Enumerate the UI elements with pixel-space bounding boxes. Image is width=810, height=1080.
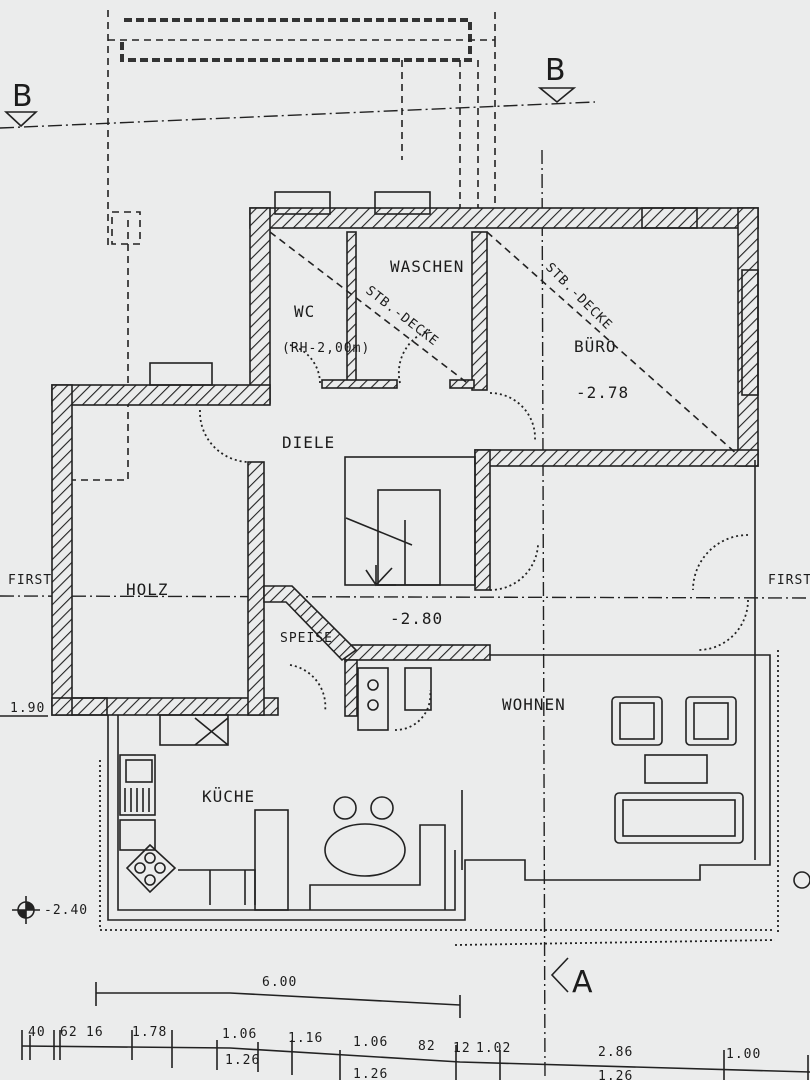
- roof-outline: [72, 10, 496, 481]
- dimension-value: 1.02: [476, 1041, 511, 1056]
- dimension-value: 1.06: [353, 1035, 388, 1050]
- slab-diagonal-1: [269, 231, 471, 386]
- section-mark-a: A: [572, 965, 593, 1000]
- sofa: [614, 792, 744, 844]
- staircase: [344, 456, 476, 587]
- dimension-value-below: 1.26: [598, 1069, 633, 1080]
- slab-label-1: STB.-DECKE: [363, 283, 442, 349]
- dimension-value: 62: [60, 1025, 78, 1040]
- room-note-wc: (RH-2,00m): [282, 341, 370, 356]
- dimension-value: 2.86: [598, 1045, 633, 1060]
- first-label-left: FIRST: [8, 573, 52, 588]
- dimension-value: 1.78: [132, 1025, 167, 1040]
- room-label-speise: SPEISE: [280, 631, 333, 646]
- room-label-holz: HOLZ: [126, 580, 169, 599]
- kitchen-fittings: [119, 667, 432, 911]
- hob-icon: [357, 667, 389, 731]
- dimension-value-below: 1.26: [353, 1067, 388, 1080]
- walls: [51, 207, 759, 717]
- level-diele: -2.80: [390, 609, 443, 628]
- section-line-b: B B: [0, 53, 596, 129]
- armchair: [611, 696, 663, 746]
- dimension-value: 1.06: [222, 1027, 257, 1042]
- dimension-overall-value: 6.00: [262, 975, 297, 990]
- dimension-overall: 6.00: [95, 975, 461, 1018]
- stove-icon: [125, 843, 177, 894]
- dimension-value: 16: [86, 1025, 104, 1040]
- section-line-a: A: [541, 149, 593, 1080]
- room-label-diele: DIELE: [282, 433, 335, 452]
- sink-icon: [119, 754, 156, 816]
- level-symbol-right-icon: [793, 871, 810, 889]
- dimension-value: 1.00: [726, 1047, 761, 1062]
- first-label-right: FIRST: [768, 573, 810, 588]
- door-swings: [199, 329, 749, 731]
- chimney-marker: [111, 211, 141, 245]
- armchair: [685, 696, 737, 746]
- slab-label-2: STB.-DECKE: [542, 260, 615, 333]
- level-bottom: -2.40: [44, 903, 88, 918]
- coffee-table: [644, 754, 708, 784]
- dimension-chain: 40 62 16 1.78 1.06 1.16 1.06 82 12 1.02 …: [21, 1025, 810, 1080]
- dimension-value: 40: [28, 1025, 46, 1040]
- slab-diagonal-2: [486, 231, 739, 456]
- section-mark-b-right: B: [545, 53, 566, 88]
- level-markers: 1.90 -2.40: [0, 701, 810, 924]
- room-label-wc: WC: [294, 302, 315, 321]
- room-label-waschen: WASCHEN: [390, 257, 464, 276]
- room-label-kueche: KÜCHE: [202, 787, 255, 806]
- dimension-value-below: 1.26: [225, 1053, 260, 1068]
- chair: [333, 796, 357, 820]
- room-label-buero: BÜRO: [574, 337, 617, 356]
- dimension-value: 12: [453, 1041, 471, 1056]
- chair: [370, 796, 394, 820]
- section-mark-b-left: B: [12, 79, 33, 114]
- room-label-wohnen: WOHNEN: [502, 695, 566, 714]
- dining-table: [324, 823, 406, 877]
- ridge-line-first: FIRST FIRST: [0, 573, 810, 599]
- windows: [71, 191, 759, 716]
- level-left: 1.90: [10, 701, 45, 716]
- dimension-value: 1.16: [288, 1031, 323, 1046]
- dimension-value: 82: [418, 1039, 436, 1054]
- furniture: [324, 696, 744, 877]
- level-buero: -2.78: [576, 383, 629, 402]
